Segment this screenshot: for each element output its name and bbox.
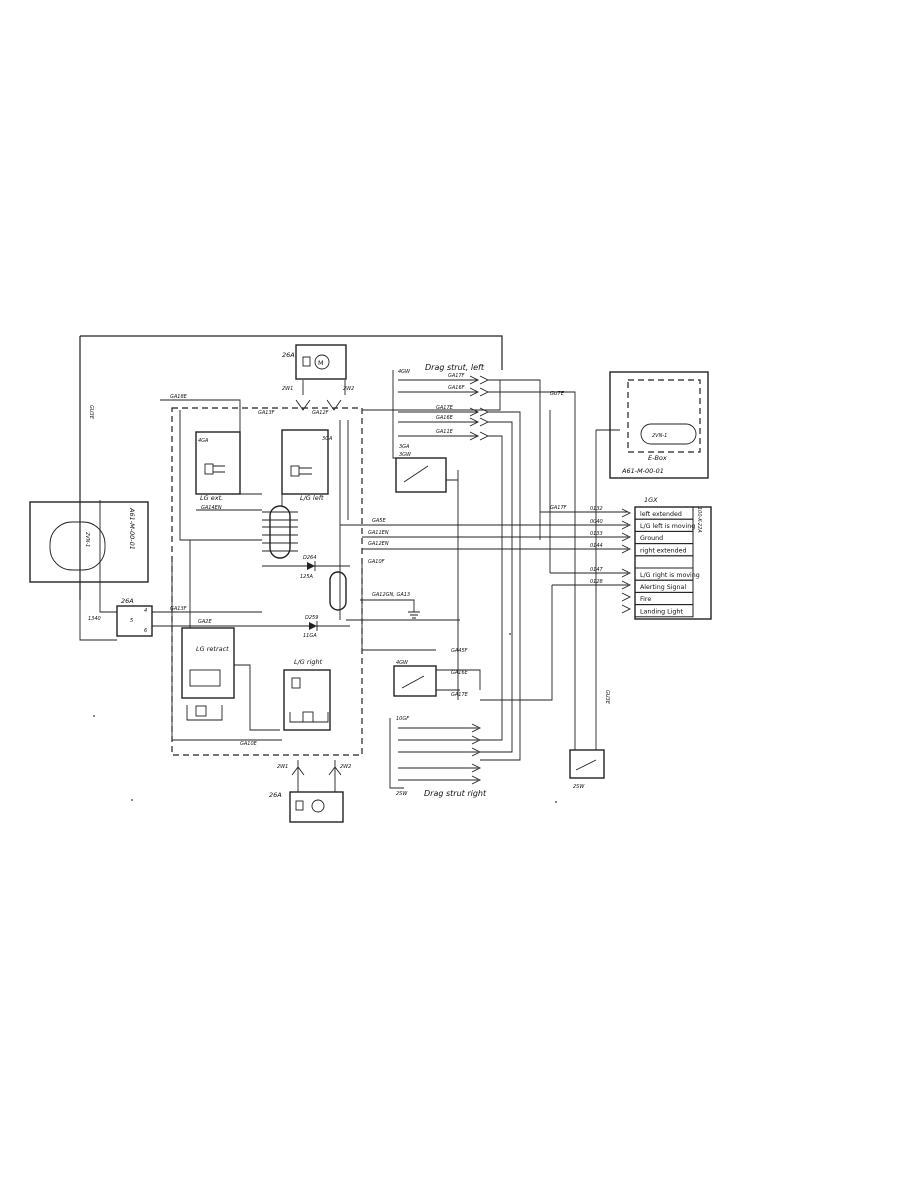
cable-right: GU3E: [604, 690, 610, 705]
connector-26a-ref: 26A: [121, 597, 134, 605]
drag-strut-right-ref: 10GF: [396, 716, 409, 722]
svg-text:D264: D264: [303, 555, 316, 561]
e-box: 2VN-1 E-Box A61-M-00-01: [609, 371, 709, 479]
drag-strut-left-title: Drag strut, left: [425, 363, 485, 372]
relay-lg-ext: 4GA LG ext.: [195, 431, 241, 502]
switch-3ga: 3GA 3GW: [395, 444, 447, 493]
relay-lg-right-label: L/G right: [294, 658, 323, 666]
panel-row-label: Ground: [640, 535, 663, 542]
svg-text:GA18E: GA18E: [170, 394, 188, 400]
svg-text:GA12EN: GA12EN: [368, 541, 389, 547]
svg-text:GA11EN: GA11EN: [368, 530, 389, 536]
diode-2-label: 11GA: [303, 633, 317, 639]
svg-text:4: 4: [144, 608, 147, 614]
drag-strut-right: 10GF 2SW Drag strut right: [389, 716, 487, 798]
svg-text:0147: 0147: [590, 567, 604, 573]
diode-1-label: 125A: [300, 574, 314, 580]
diodes: D264 125A D259 11GA: [262, 555, 350, 639]
e-box-part: A61-M-00-01: [621, 467, 664, 475]
left-wires: GA13F GA2E GA14EN GA10E GA18E GA13F GA12…: [79, 394, 329, 747]
relay-lg-ext-ref: 4GA: [198, 438, 209, 444]
motor-bottom: 26A 2W1 2W2: [269, 760, 351, 823]
motor-top-pin1: 2W1: [282, 386, 293, 392]
motor-bottom-pin2: 2W2: [340, 764, 351, 770]
panel-row-label: L/G right is moving: [640, 572, 700, 579]
motor-bottom-ref: 26A: [269, 791, 282, 799]
panel-row-label: Alerting Signal: [640, 584, 686, 591]
svg-text:GA12F: GA12F: [312, 410, 329, 416]
svg-text:GA10E: GA10E: [240, 741, 258, 747]
panel-row-label: right extended: [640, 547, 687, 554]
svg-text:GA17E: GA17E: [451, 692, 469, 698]
switch-2sw-ref: 2SW: [573, 784, 585, 790]
svg-text:GA16F: GA16F: [448, 385, 465, 391]
panel-row-label: left extended: [640, 511, 682, 518]
motor-bottom-pin1: 2W1: [277, 764, 288, 770]
motor-top-ref: 26A: [282, 351, 295, 359]
drag-strut-left-ref: 4GW: [398, 369, 411, 375]
svg-text:GA17E: GA17E: [436, 405, 454, 411]
cable-mid: GA45F: [451, 648, 468, 654]
motor-top: M 26A 2W1 2W2: [282, 344, 354, 411]
bus-wires: GU7E GA45F GU3E: [339, 379, 620, 761]
e-box-label: E-Box: [648, 454, 667, 462]
left-box: A61-M-00-01 2VN-1: [29, 501, 149, 583]
svg-text:GA17F: GA17F: [550, 505, 567, 511]
panel-row-label: Landing Light: [640, 608, 683, 615]
svg-text:GA10F: GA10F: [368, 559, 385, 565]
relay-lg-ext-label: LG ext.: [200, 494, 223, 502]
panel-row: [634, 555, 694, 569]
connector-26a: 26A 5 4 6: [116, 597, 153, 637]
svg-text:GA16E: GA16E: [451, 670, 469, 676]
relay-lg-left: 3GA L/G left: [281, 429, 333, 502]
switch-4gw: 4GW GA16E GA17E: [393, 660, 469, 698]
switch-3gw-ref: 3GW: [399, 452, 412, 458]
svg-text:5: 5: [130, 618, 133, 624]
e-box-inner: 2VN-1: [652, 433, 667, 439]
relay-lg-retract-label: LG retract: [196, 645, 229, 653]
ground-symbol: GA12GN, GA13: [360, 592, 420, 619]
svg-text:GA13F: GA13F: [258, 410, 275, 416]
svg-text:GA12GN, GA13: GA12GN, GA13: [372, 592, 410, 598]
panel-row: [634, 604, 694, 618]
svg-text:1340: 1340: [88, 616, 101, 622]
switch-4gw-ref: 4GW: [396, 660, 409, 666]
drag-strut-right-title: Drag strut right: [424, 789, 487, 798]
motor-top-pin2: 2W2: [343, 386, 354, 392]
svg-text:GA2E: GA2E: [198, 619, 212, 625]
switch-3ga-ref: 3GA: [399, 444, 410, 450]
relay-lg-left-label: L/G left: [300, 494, 324, 502]
panel-ref: 1GX: [644, 496, 658, 504]
cable-left: GU3E: [88, 405, 94, 420]
svg-text:GA5E: GA5E: [372, 518, 386, 524]
cable-top: GU7E: [550, 391, 565, 397]
relay-lg-left-ref: 3GA: [322, 436, 333, 442]
left-box-inner: 2VN-1: [84, 532, 90, 547]
svg-text:GA11E: GA11E: [436, 429, 454, 435]
svg-text:GA14EN: GA14EN: [201, 505, 222, 511]
relay-lg-right: L/G right: [283, 658, 331, 731]
svg-text:D259: D259: [305, 615, 318, 621]
top-border-wire: [80, 335, 503, 370]
scan-speckles: [93, 633, 557, 803]
enclosure-dashed: [171, 407, 363, 756]
switch-2sw: 2SW: [569, 749, 605, 790]
drag-strut-right-bottom: 2SW: [396, 791, 408, 797]
panel-row-label: Fire: [640, 596, 651, 603]
svg-text:GA17F: GA17F: [448, 373, 465, 379]
panel-side-ref: 100-K-22A: [696, 507, 702, 533]
relay-lg-retract: LG retract: [181, 627, 235, 721]
svg-text:GA16E: GA16E: [436, 415, 454, 421]
svg-text:GA13F: GA13F: [170, 606, 187, 612]
left-box-part: A61-M-00-01: [128, 507, 136, 550]
central-connector: [262, 505, 298, 559]
panel-row-label: L/G left is moving: [640, 523, 695, 530]
svg-text:6: 6: [144, 628, 147, 634]
svg-text:M: M: [318, 359, 324, 367]
